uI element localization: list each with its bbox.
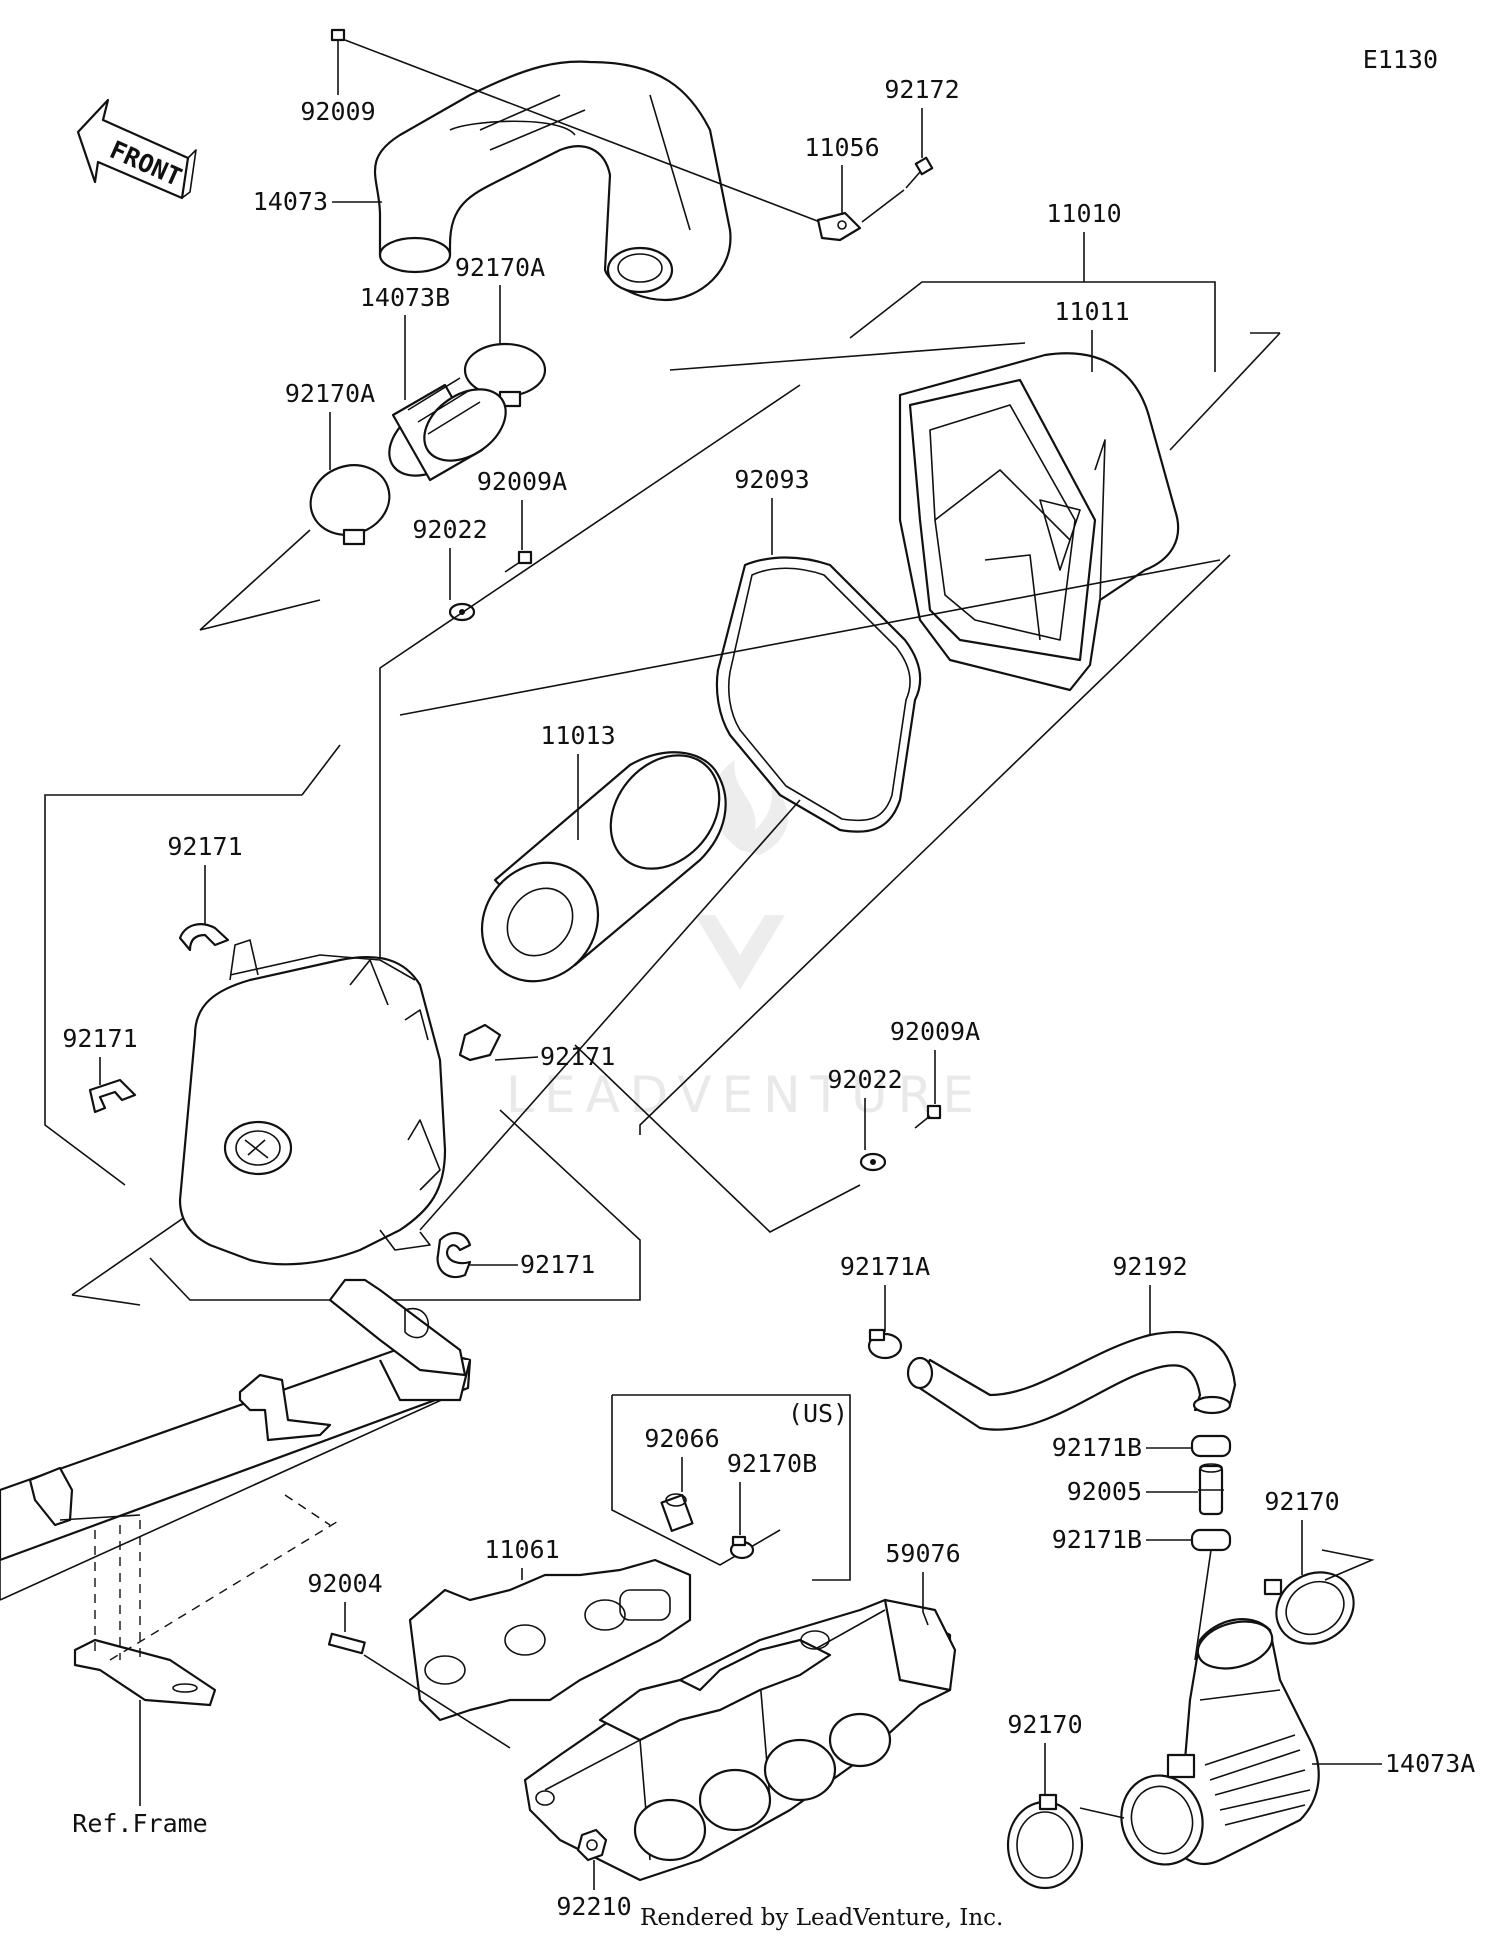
stud-92004: [327, 1632, 366, 1655]
clip-92171-a: [178, 923, 230, 952]
label-92171-c: 92171: [540, 1042, 615, 1071]
clamp-92170A-left: [309, 464, 391, 546]
washer-92022-mid: [859, 1152, 887, 1172]
nut-92210: [576, 1828, 608, 1862]
label-59076: 59076: [885, 1539, 960, 1568]
us-label: (US): [788, 1399, 848, 1428]
label-92171A: 92171A: [840, 1252, 930, 1281]
intake-manifold-59076: [523, 1598, 957, 1882]
air-box-cover: [178, 939, 447, 1266]
screw-92009A-mid: [914, 1104, 942, 1129]
label-92022-mid: 92022: [827, 1065, 902, 1094]
air-box-case-11011: [898, 352, 1180, 692]
collar-92066: [660, 1493, 694, 1532]
label-11056: 11056: [804, 133, 879, 162]
label-92172: 92172: [884, 75, 959, 104]
label-92093: 92093: [734, 465, 809, 494]
bolt-92172: [905, 156, 934, 189]
reference-frame: [0, 1278, 472, 1707]
gasket-11061: [408, 1558, 692, 1722]
clamp-92171A: [867, 1328, 903, 1360]
intake-hose-14073A: [1120, 1618, 1320, 1866]
joint-92005: [1198, 1463, 1224, 1516]
label-92170-low: 92170: [1007, 1710, 1082, 1739]
clip-92171-b: [88, 1078, 137, 1114]
clip-92171-d: [436, 1232, 472, 1279]
clamp-92171B-bot: [1190, 1528, 1232, 1552]
label-92009A-top: 92009A: [477, 467, 567, 496]
label-92171B-top: 92171B: [1052, 1433, 1142, 1462]
label-14073: 14073: [253, 187, 328, 216]
watermark-text: LEADVENTURE: [506, 1066, 984, 1124]
label-92022-top: 92022: [412, 515, 487, 544]
label-92170A-top: 92170A: [455, 253, 545, 282]
clamp-92170-right: [1263, 1571, 1355, 1645]
ref-frame-label: Ref.Frame: [72, 1809, 207, 1838]
diagram-code: E1130: [1363, 45, 1438, 74]
clip-92171-c: [458, 1023, 502, 1062]
label-92170B: 92170B: [727, 1449, 817, 1478]
label-11011: 11011: [1054, 297, 1129, 326]
label-92171B-bot: 92171B: [1052, 1525, 1142, 1554]
label-14073B: 14073B: [360, 283, 450, 312]
label-92171-a: 92171: [167, 832, 242, 861]
label-92171-d: 92171: [520, 1250, 595, 1279]
label-92192: 92192: [1112, 1252, 1187, 1281]
reference-frame-dashes: [94, 1494, 341, 1661]
screw-92009: [330, 28, 346, 50]
label-92171-b: 92171: [62, 1024, 137, 1053]
clamp-92170B: [729, 1535, 755, 1560]
label-11061: 11061: [484, 1535, 559, 1564]
label-14073A: 14073A: [1385, 1749, 1475, 1778]
label-92170-right: 92170: [1264, 1487, 1339, 1516]
footer-credit: Rendered by LeadVenture, Inc.: [640, 1905, 1003, 1931]
label-11010: 11010: [1046, 199, 1121, 228]
air-duct-14073: [374, 60, 732, 302]
label-92170A-left: 92170A: [285, 379, 375, 408]
label-92005: 92005: [1067, 1477, 1142, 1506]
clamp-92171B-top: [1190, 1434, 1232, 1458]
screw-92009A-top: [504, 550, 533, 573]
gasket-92093: [715, 556, 922, 833]
label-92066: 92066: [644, 1424, 719, 1453]
label-11013: 11013: [540, 721, 615, 750]
breather-hose-92192: [906, 1331, 1237, 1431]
watermark: LEADVENTURE: [506, 760, 984, 1124]
label-92210: 92210: [556, 1892, 631, 1921]
front-arrow-icon: FRONT: [76, 98, 197, 200]
label-92009: 92009: [300, 97, 375, 126]
clamp-92170-low: [1006, 1793, 1084, 1890]
label-92004: 92004: [307, 1569, 382, 1598]
label-92009A-mid: 92009A: [890, 1017, 980, 1046]
filter-element-11013: [480, 751, 727, 983]
hose-14073B: [388, 377, 507, 482]
bracket-11056: [816, 211, 862, 242]
